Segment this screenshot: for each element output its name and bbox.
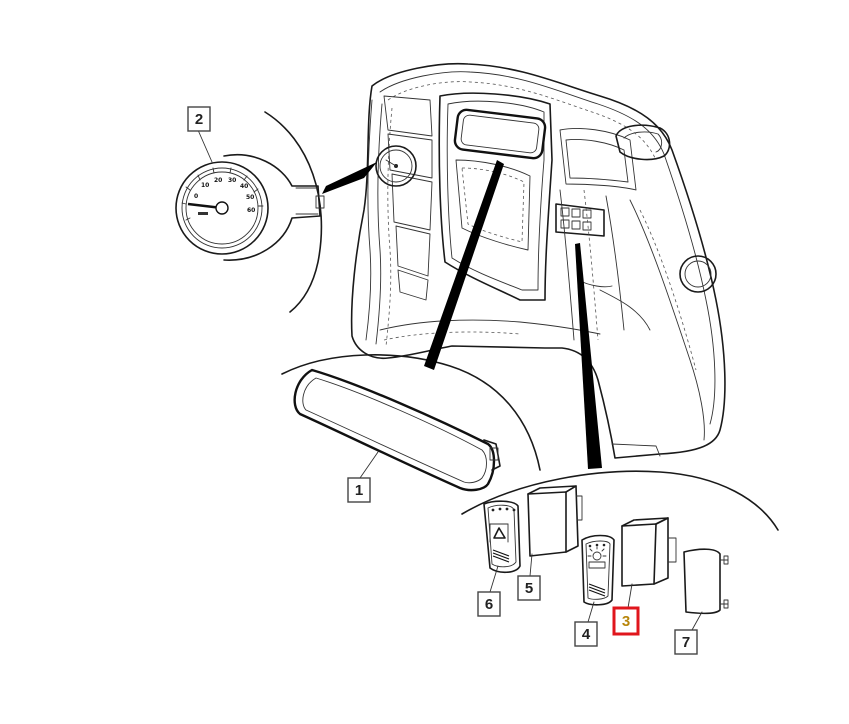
pointer-screen xyxy=(424,160,504,370)
part-3-switch-housing xyxy=(621,517,677,587)
svg-text:5: 5 xyxy=(525,580,533,597)
callout-7: 7 xyxy=(674,629,698,655)
leader-lines xyxy=(197,129,703,631)
svg-text:10: 10 xyxy=(201,182,209,189)
part-1-display-lens xyxy=(293,368,501,492)
callout-5: 5 xyxy=(517,575,541,601)
svg-text:3: 3 xyxy=(622,613,630,630)
pointer-gauge xyxy=(322,162,377,194)
callout-4: 4 xyxy=(574,621,598,647)
svg-text:40: 40 xyxy=(240,183,248,190)
callout-1: 1 xyxy=(347,477,371,503)
svg-text:30: 30 xyxy=(228,177,236,184)
svg-text:4: 4 xyxy=(582,626,591,643)
svg-text:60: 60 xyxy=(247,207,255,214)
svg-text:1: 1 xyxy=(355,482,363,499)
svg-text:50: 50 xyxy=(246,194,254,201)
svg-text:7: 7 xyxy=(682,634,690,651)
part-2-gauge: 0 10 20 30 40 50 60 xyxy=(175,154,325,261)
detail-arc-switches xyxy=(461,470,779,531)
callout-2: 2 xyxy=(187,106,211,132)
callout-6: 6 xyxy=(477,591,501,617)
part-6-rocker-switch xyxy=(483,500,521,574)
svg-text:0: 0 xyxy=(194,193,198,200)
detail-arc-screen xyxy=(281,354,541,471)
svg-text:20: 20 xyxy=(214,177,222,184)
svg-text:6: 6 xyxy=(485,596,493,613)
callout-3-highlighted: 3 xyxy=(612,606,640,636)
svg-text:2: 2 xyxy=(195,111,203,128)
part-4-rocker-switch xyxy=(581,534,615,606)
dashboard-housing xyxy=(350,62,726,459)
part-5-switch-housing xyxy=(527,485,583,557)
part-7-end-cap xyxy=(683,548,729,615)
pointer-switches xyxy=(575,243,602,469)
detail-arc-gauge xyxy=(264,111,323,313)
